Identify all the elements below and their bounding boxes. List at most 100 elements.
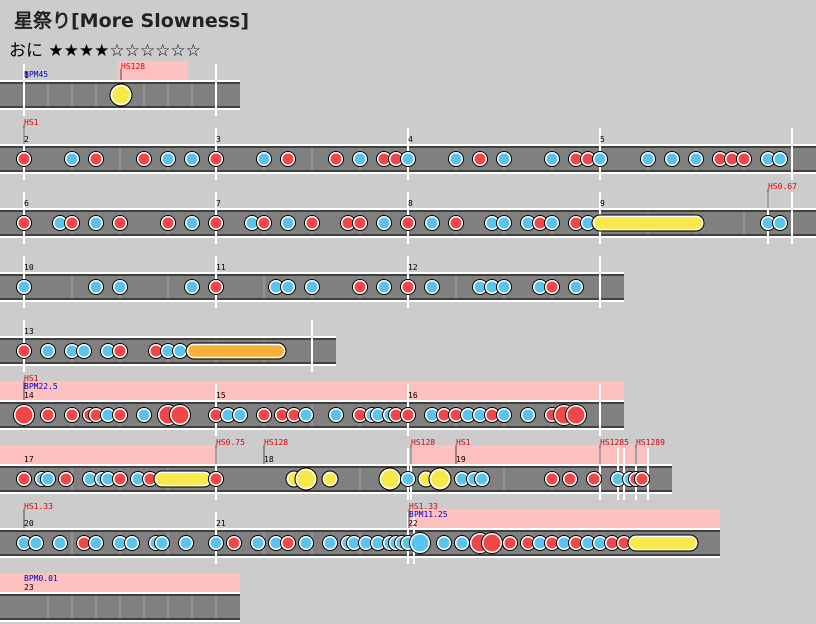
note-face (360, 537, 372, 549)
difficulty-label: おに (9, 41, 43, 61)
note-face (210, 281, 222, 293)
note-face (210, 473, 222, 485)
note-face (762, 153, 774, 165)
note-face (18, 217, 30, 229)
note-face (774, 217, 786, 229)
note-face (534, 281, 546, 293)
measure-number: 14 (24, 391, 34, 400)
note-face (222, 409, 234, 421)
drumroll-note (428, 467, 452, 491)
note-rim (322, 471, 338, 487)
note-face (138, 409, 150, 421)
note-face (18, 537, 30, 549)
note-face (558, 537, 570, 549)
note-rim (429, 468, 451, 490)
note-face (426, 281, 438, 293)
note-face (588, 473, 600, 485)
note-face (498, 281, 510, 293)
note-face (546, 217, 558, 229)
note-face (570, 537, 582, 549)
course-difficulty: おに ★★★★☆☆☆☆☆☆ (9, 36, 201, 61)
note-face (570, 217, 582, 229)
note-face (402, 217, 414, 229)
note-face (186, 281, 198, 293)
drumroll-note (294, 467, 318, 491)
note-face (618, 537, 630, 549)
note-rim (110, 84, 132, 106)
note-face (282, 153, 294, 165)
note-face (276, 409, 288, 421)
note-face (132, 473, 144, 485)
note-face (54, 537, 66, 549)
measure-number: 17 (24, 455, 34, 464)
scroll-speed-label: HS1.33 (24, 502, 53, 511)
note-face (90, 217, 102, 229)
measure-number: 11 (216, 263, 226, 272)
drumroll-note (591, 214, 705, 232)
measure-number: 8 (408, 199, 413, 208)
note-face (90, 281, 102, 293)
event-highlight (408, 509, 720, 528)
measure-number: 5 (600, 135, 605, 144)
note-face (402, 281, 414, 293)
note-face (66, 345, 78, 357)
note-face (378, 281, 390, 293)
note-face (282, 537, 294, 549)
note-face (534, 217, 546, 229)
note-face (102, 409, 114, 421)
note-face (228, 537, 240, 549)
note-face (90, 409, 102, 421)
note-face (210, 217, 222, 229)
measure-number: 13 (24, 327, 34, 336)
note-face (162, 217, 174, 229)
note-face (354, 409, 366, 421)
measure-number: 9 (600, 199, 605, 208)
note-face (210, 537, 222, 549)
note-face (450, 409, 462, 421)
note-face (546, 537, 558, 549)
bpm-label: BPM11.25 (409, 510, 448, 519)
note-face (30, 537, 42, 549)
scroll-speed-label: HS128 (411, 438, 435, 447)
note-face (486, 217, 498, 229)
note-face (114, 537, 126, 549)
note-face (567, 406, 585, 424)
note-face (156, 537, 168, 549)
measure-number: 23 (24, 583, 34, 592)
note-face (483, 534, 501, 552)
note-face (411, 534, 429, 552)
event-highlight (408, 445, 648, 464)
scroll-speed-label: HS0.75 (216, 438, 245, 447)
note-face (234, 409, 246, 421)
note-face (171, 406, 189, 424)
note-face (486, 281, 498, 293)
note-face (42, 345, 54, 357)
measure-number: 19 (456, 455, 466, 464)
scroll-speed-label: HS128 (264, 438, 288, 447)
drumroll-note (153, 470, 213, 488)
note-face (378, 217, 390, 229)
note-face (426, 409, 438, 421)
note-face (78, 537, 90, 549)
note-face (498, 217, 510, 229)
measure-number: 12 (408, 263, 418, 272)
note-face (642, 153, 654, 165)
note-face (378, 153, 390, 165)
note-face (738, 153, 750, 165)
note-face (252, 537, 264, 549)
note-face (426, 217, 438, 229)
note-face (306, 281, 318, 293)
note-face (66, 153, 78, 165)
drumroll-note (321, 470, 339, 488)
note-face (15, 406, 33, 424)
note-face (186, 153, 198, 165)
note-face (534, 537, 546, 549)
note-face (258, 217, 270, 229)
note-face (594, 537, 606, 549)
bpm-label: BPM45 (24, 70, 48, 79)
note-face (498, 153, 510, 165)
note-face (522, 409, 534, 421)
event-highlight (0, 573, 240, 592)
event-highlight (0, 381, 624, 400)
note-face (258, 153, 270, 165)
